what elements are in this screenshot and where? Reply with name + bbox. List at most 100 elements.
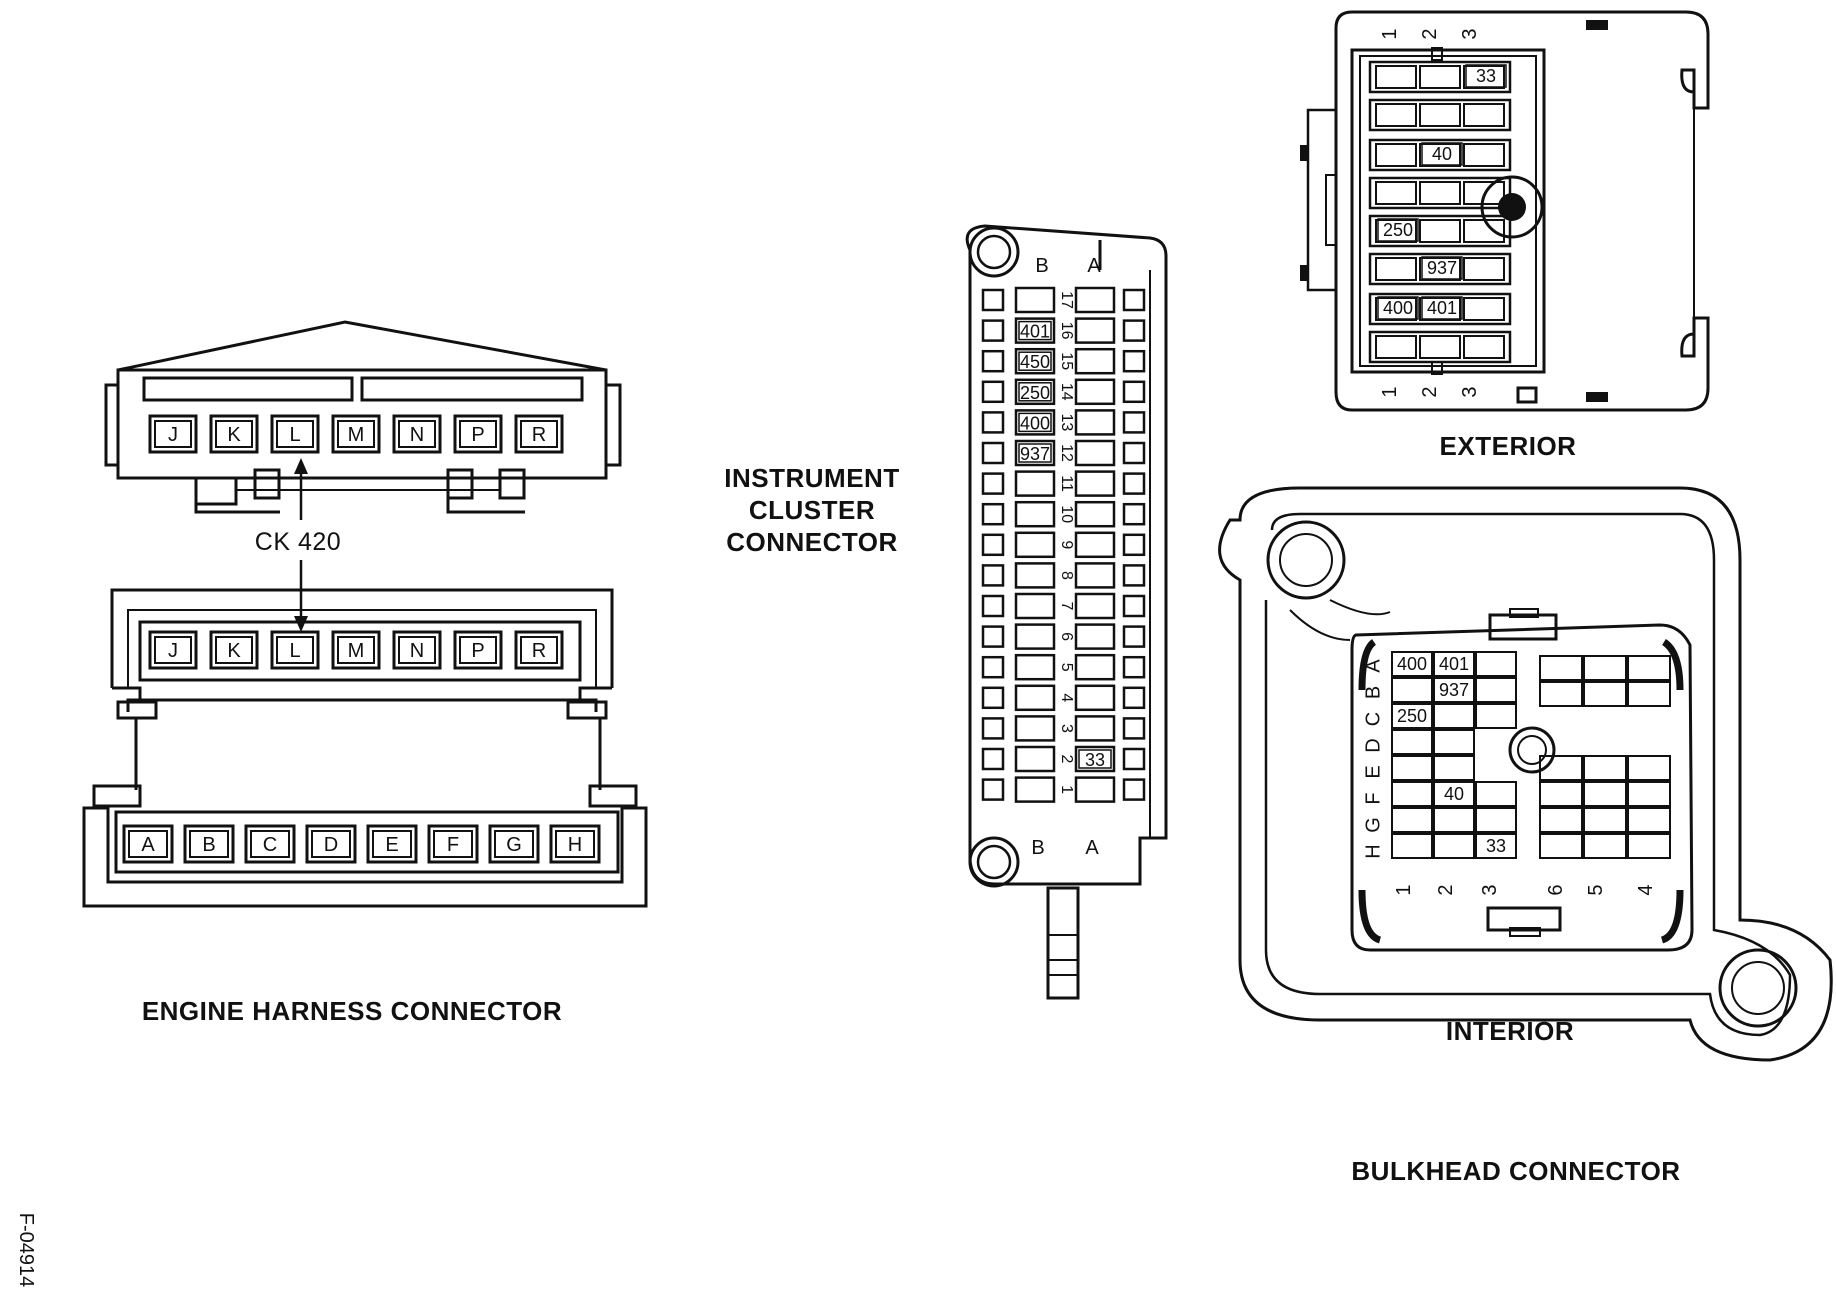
cluster-pin-number: 14 bbox=[1058, 383, 1075, 401]
cluster-pin-a bbox=[1074, 500, 1116, 528]
cluster-pin-a bbox=[1074, 347, 1116, 375]
engine-pin-r: R bbox=[514, 414, 564, 454]
engine-upper-half bbox=[104, 320, 622, 514]
exterior-circuit-937: 937 bbox=[1427, 258, 1457, 278]
svg-text:1: 1 bbox=[1393, 884, 1415, 895]
interior-row-label: F bbox=[1362, 792, 1384, 804]
cluster-pin-b bbox=[1014, 286, 1056, 314]
cluster-pin-number: 16 bbox=[1058, 322, 1075, 340]
cluster-pin-outer-b bbox=[981, 472, 1005, 495]
cluster-pin-outer-b bbox=[981, 594, 1005, 618]
engine-pin-b: B bbox=[183, 824, 235, 864]
interior-pin bbox=[1475, 677, 1517, 703]
engine-middle-half bbox=[110, 588, 614, 720]
interior-center-stud bbox=[1508, 726, 1556, 774]
exterior-pin bbox=[1463, 257, 1505, 281]
svg-text:2: 2 bbox=[1419, 386, 1441, 397]
interior-top-latch bbox=[1488, 613, 1558, 641]
exterior-pin bbox=[1463, 297, 1505, 321]
interior-row-label: B bbox=[1362, 686, 1384, 699]
engine-mid-pin-l: L bbox=[270, 630, 320, 670]
exterior-circuit-box bbox=[1465, 64, 1507, 88]
interior-pin bbox=[1433, 833, 1475, 859]
svg-text:6: 6 bbox=[1545, 884, 1567, 895]
exterior-circuit-box bbox=[1377, 218, 1419, 242]
cluster-pin-outer-a bbox=[1122, 349, 1146, 373]
exterior-pin bbox=[1375, 65, 1417, 89]
cluster-pin-outer-b bbox=[981, 411, 1005, 434]
cluster-circuit-box bbox=[1018, 443, 1052, 463]
cluster-pin-a bbox=[1074, 745, 1116, 773]
cluster-pin-outer-b bbox=[981, 533, 1005, 557]
cluster-pin-outer-a bbox=[1122, 564, 1146, 587]
cluster-pin-a bbox=[1074, 684, 1116, 712]
interior-pin bbox=[1539, 755, 1583, 781]
exterior-pin bbox=[1375, 297, 1417, 321]
cluster-circuit-250: 250 bbox=[1020, 383, 1050, 403]
exterior-pin bbox=[1419, 335, 1461, 359]
cluster-pin-outer-b bbox=[981, 380, 1005, 404]
exterior-pin bbox=[1463, 335, 1505, 359]
cluster-pin-number: 11 bbox=[1058, 475, 1075, 492]
engine-lower-half bbox=[82, 784, 648, 908]
interior-pin bbox=[1583, 755, 1627, 781]
cluster-pin-number: 10 bbox=[1058, 505, 1075, 523]
circuit-label-ck420: CK 420 bbox=[255, 528, 341, 556]
exterior-pin bbox=[1419, 297, 1461, 321]
cluster-pin-outer-b bbox=[981, 319, 1005, 342]
cluster-label-line1: INSTRUMENT bbox=[724, 463, 899, 493]
exterior-pin bbox=[1419, 103, 1461, 127]
interior-pin bbox=[1627, 655, 1671, 681]
cluster-pin-b bbox=[1014, 439, 1056, 467]
exterior-cavity-row bbox=[1368, 98, 1512, 132]
cluster-pin-a bbox=[1074, 286, 1116, 314]
cluster-pin-a bbox=[1074, 562, 1116, 589]
cluster-circuit-400: 400 bbox=[1020, 413, 1050, 433]
interior-pin bbox=[1539, 833, 1583, 859]
exterior-cavity-row bbox=[1368, 176, 1512, 210]
engine-harness-title: ENGINE HARNESS CONNECTOR bbox=[142, 996, 562, 1026]
interior-row-label: G bbox=[1362, 817, 1384, 833]
cluster-pin-a bbox=[1074, 715, 1116, 742]
svg-text:R: R bbox=[532, 424, 546, 446]
svg-text:N: N bbox=[410, 640, 424, 662]
cluster-pin-b bbox=[1014, 317, 1056, 344]
exterior-cavity-row bbox=[1368, 252, 1512, 286]
exterior-cavity-row bbox=[1368, 330, 1512, 364]
interior-row-label: E bbox=[1362, 765, 1384, 778]
interior-col-labels: 1 2 3 6 5 4 bbox=[1393, 884, 1657, 895]
cluster-pin-number: 6 bbox=[1058, 632, 1075, 641]
exterior-circuit-box bbox=[1377, 296, 1419, 320]
svg-text:4: 4 bbox=[1635, 884, 1657, 895]
exterior-pin bbox=[1463, 143, 1505, 167]
exterior-label: EXTERIOR bbox=[1440, 431, 1577, 461]
cluster-circuit-box bbox=[1018, 320, 1052, 341]
svg-text:M: M bbox=[348, 640, 365, 662]
interior-pin bbox=[1391, 703, 1433, 729]
exterior-pin bbox=[1463, 65, 1505, 89]
bulkhead-title: BULKHEAD CONNECTOR bbox=[1351, 1156, 1680, 1186]
cluster-circuit-box bbox=[1018, 351, 1052, 371]
cluster-col-b-bottom: B bbox=[1031, 837, 1044, 859]
interior-circuit-40: 40 bbox=[1444, 784, 1464, 804]
interior-pin bbox=[1475, 651, 1517, 677]
svg-text:N: N bbox=[410, 424, 424, 446]
engine-pin-d: D bbox=[305, 824, 357, 864]
interior-pin bbox=[1627, 781, 1671, 807]
cluster-col-b-top: B bbox=[1035, 255, 1048, 277]
cluster-pin-b bbox=[1014, 470, 1056, 497]
engine-mid-pin-p: P bbox=[453, 630, 503, 670]
interior-row-label: D bbox=[1362, 738, 1384, 752]
exterior-cavity-row bbox=[1368, 292, 1512, 326]
exterior-circuit-400: 400 bbox=[1383, 298, 1413, 318]
interior-pin bbox=[1391, 651, 1433, 677]
svg-text:J: J bbox=[168, 640, 178, 662]
circuit-arrow-ck420: CK 420 bbox=[255, 458, 341, 632]
svg-text:L: L bbox=[289, 424, 300, 446]
svg-text:C: C bbox=[263, 834, 277, 856]
cluster-pin-b bbox=[1014, 745, 1056, 773]
svg-text:L: L bbox=[289, 640, 300, 662]
cluster-pin-b bbox=[1014, 592, 1056, 620]
interior-circuit-400: 400 bbox=[1397, 654, 1427, 674]
